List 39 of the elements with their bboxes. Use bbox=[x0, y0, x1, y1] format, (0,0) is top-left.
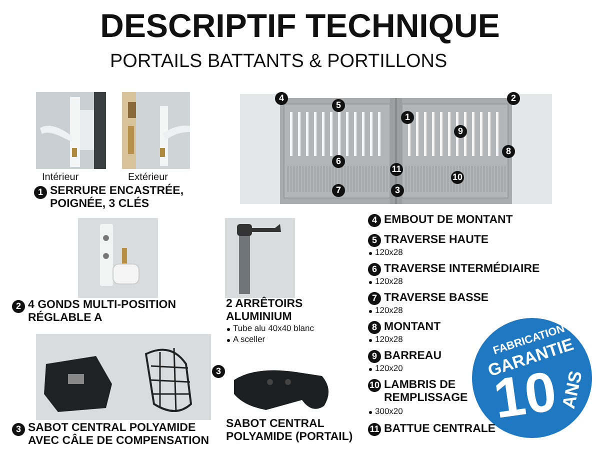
item-detail: 120x20 bbox=[368, 364, 475, 374]
item-title: TRAVERSE HAUTE bbox=[384, 234, 490, 247]
item-title: MONTANT bbox=[384, 321, 442, 334]
callout-number: 7 bbox=[368, 292, 381, 305]
item-detail: 120x28 bbox=[368, 248, 475, 258]
item-detail: 300x20 bbox=[368, 407, 475, 416]
page-title: DESCRIPTIF TECHNIQUE bbox=[99, 8, 501, 44]
item-detail: Tube alu 40x40 blanc bbox=[226, 324, 363, 334]
caption: Intérieur bbox=[42, 172, 80, 183]
item-title: SERRURE ENCASTRÉE, POIGNÉE, 3 CLÉS bbox=[50, 185, 185, 210]
callout-number: 8 bbox=[368, 321, 381, 334]
item-detail: 120x28 bbox=[368, 277, 475, 286]
callout-number: 2 bbox=[507, 92, 520, 105]
callout-number: 6 bbox=[368, 263, 381, 276]
item-detail: A sceller bbox=[226, 335, 363, 344]
item-title: BARREAU bbox=[384, 350, 442, 363]
callout-number: 3 bbox=[12, 423, 25, 436]
callout-number: 5 bbox=[368, 234, 381, 247]
callout-number: 3 bbox=[212, 365, 225, 378]
callout-number: 4 bbox=[275, 92, 288, 105]
callout-number: 9 bbox=[368, 350, 381, 363]
item-detail: 120x28 bbox=[368, 335, 475, 344]
item-title: SABOT CENTRAL POLYAMIDE (PORTAIL) bbox=[226, 418, 354, 444]
item-title: LAMBRIS DE REMPLISSAGE bbox=[384, 379, 469, 404]
item-title: 4 GONDS MULTI-POSITION RÉGLABLE A bbox=[28, 299, 178, 324]
callout-number: 1 bbox=[34, 186, 47, 199]
callout-number: 11 bbox=[368, 423, 381, 436]
callout-number: 10 bbox=[368, 379, 381, 392]
item-detail: 120x28 bbox=[368, 306, 475, 316]
item-title: 2 ARRÊTOIRS ALUMINIUM bbox=[226, 298, 304, 324]
item-title: SABOT CENTRAL POLYAMIDE AVEC CÂLE DE COMPENSATION bbox=[28, 422, 210, 448]
item-title: TRAVERSE INTERMÉDIAIRE bbox=[384, 263, 541, 276]
item-title: TRAVERSE BASSE bbox=[384, 292, 490, 305]
callout-number: 2 bbox=[12, 300, 25, 313]
callout-number: 4 bbox=[368, 214, 381, 227]
page-subtitle: PORTAILS BATTANTS & PORTILLONS bbox=[110, 52, 448, 73]
caption: Extérieur bbox=[128, 172, 170, 183]
item-title: EMBOUT DE MONTANT bbox=[384, 214, 514, 227]
item-title: BATTUE CENTRALE bbox=[384, 423, 497, 436]
